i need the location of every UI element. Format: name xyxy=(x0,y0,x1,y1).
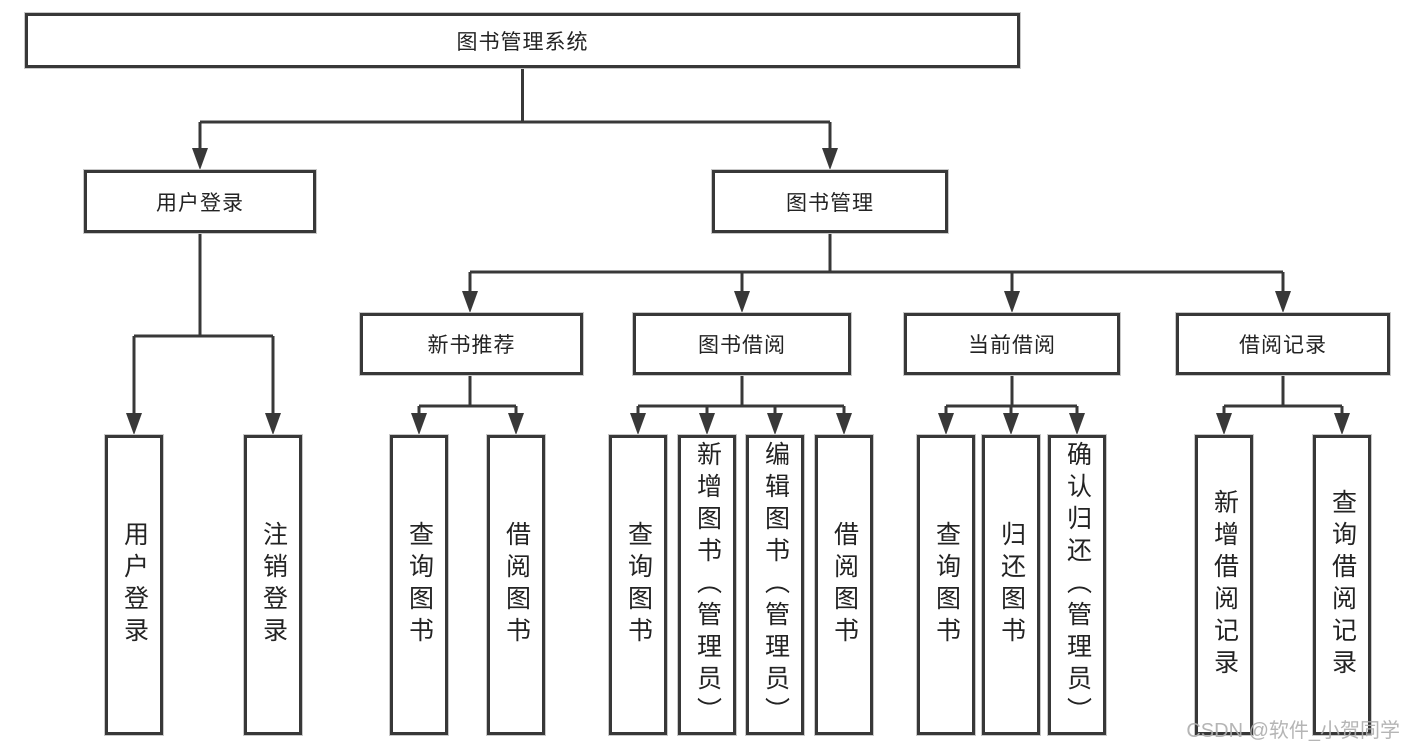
arrowhead xyxy=(1004,291,1020,313)
leaf-logout-login: 注销登录 xyxy=(244,435,302,735)
node-label: 图书借阅 xyxy=(698,334,786,357)
leaf-add-borrow-record: 新增借阅记录 xyxy=(1195,435,1253,735)
node-label: 借阅图书 xyxy=(502,521,531,649)
node-label: 查询图书 xyxy=(405,521,434,649)
arrowhead xyxy=(1275,291,1291,313)
arrowhead xyxy=(462,291,478,313)
arrowheads xyxy=(126,148,1350,435)
node-label: 新增借阅记录 xyxy=(1210,489,1239,681)
node-book-borrowing: 图书借阅 xyxy=(633,313,851,375)
arrowhead xyxy=(836,413,852,435)
arrowhead xyxy=(1003,413,1019,435)
arrowhead xyxy=(1216,413,1232,435)
leaf-add-book-admin: 新增图书（管理员） xyxy=(678,435,736,735)
leaf-borrow-books-1: 借阅图书 xyxy=(487,435,545,735)
node-library-management-system: 图书管理系统 xyxy=(25,13,1020,68)
node-label: 用户登录 xyxy=(120,521,149,649)
arrowhead xyxy=(411,413,427,435)
node-label: 借阅记录 xyxy=(1239,334,1327,357)
edge-current-borrow-to-leaves xyxy=(944,375,1079,417)
edge-book-borrow-to-leaves xyxy=(636,375,846,417)
edge-root-to-level2 xyxy=(198,68,832,152)
leaf-query-books-1: 查询图书 xyxy=(390,435,448,735)
node-label: 编辑图书（管理员） xyxy=(761,441,790,729)
leaf-query-borrow-record: 查询借阅记录 xyxy=(1313,435,1371,735)
leaf-return-books: 归还图书 xyxy=(982,435,1040,735)
leaf-edit-book-admin: 编辑图书（管理员） xyxy=(746,435,804,735)
arrowhead xyxy=(822,148,838,170)
leaf-confirm-return-admin: 确认归还（管理员） xyxy=(1048,435,1106,735)
node-label: 当前借阅 xyxy=(968,334,1056,357)
arrowhead xyxy=(734,291,750,313)
node-user-login: 用户登录 xyxy=(84,170,316,233)
arrowhead xyxy=(508,413,524,435)
node-new-book-recommend: 新书推荐 xyxy=(360,313,583,375)
edge-borrow-records-to-leaves xyxy=(1222,375,1344,417)
edge-new-book-to-leaves xyxy=(417,375,518,417)
edge-book-mgmt-to-level3 xyxy=(468,233,1285,295)
leaf-user-login: 用户登录 xyxy=(105,435,163,735)
node-label: 确认归还（管理员） xyxy=(1063,441,1092,729)
node-label: 图书管理系统 xyxy=(456,30,589,54)
node-label: 归还图书 xyxy=(997,521,1026,649)
watermark: CSDN @软件_小贺同学 xyxy=(1186,720,1400,742)
node-book-management: 图书管理 xyxy=(712,170,948,233)
node-label: 用户登录 xyxy=(156,191,244,215)
leaf-query-books-2: 查询图书 xyxy=(609,435,667,735)
arrowhead xyxy=(699,413,715,435)
arrowhead xyxy=(1069,413,1085,435)
arrowhead xyxy=(192,148,208,170)
node-label: 图书管理 xyxy=(786,191,874,215)
edge-user-login-to-leaves xyxy=(132,233,275,417)
arrowhead xyxy=(630,413,646,435)
node-label: 注销登录 xyxy=(259,521,288,649)
node-label: 查询借阅记录 xyxy=(1328,489,1357,681)
node-label: 查询图书 xyxy=(624,521,653,649)
arrowhead xyxy=(126,413,142,435)
arrowhead xyxy=(938,413,954,435)
node-label: 借阅图书 xyxy=(830,521,859,649)
leaf-borrow-books-2: 借阅图书 xyxy=(815,435,873,735)
arrowhead xyxy=(265,413,281,435)
node-borrowing-records: 借阅记录 xyxy=(1176,313,1390,375)
edge-lines xyxy=(132,68,1344,417)
arrowhead xyxy=(767,413,783,435)
node-label: 新书推荐 xyxy=(427,334,516,357)
node-label: 查询图书 xyxy=(932,521,961,649)
arrowhead xyxy=(1334,413,1350,435)
node-current-borrowing: 当前借阅 xyxy=(904,313,1120,375)
node-label: 新增图书（管理员） xyxy=(693,441,722,729)
leaf-query-books-3: 查询图书 xyxy=(917,435,975,735)
